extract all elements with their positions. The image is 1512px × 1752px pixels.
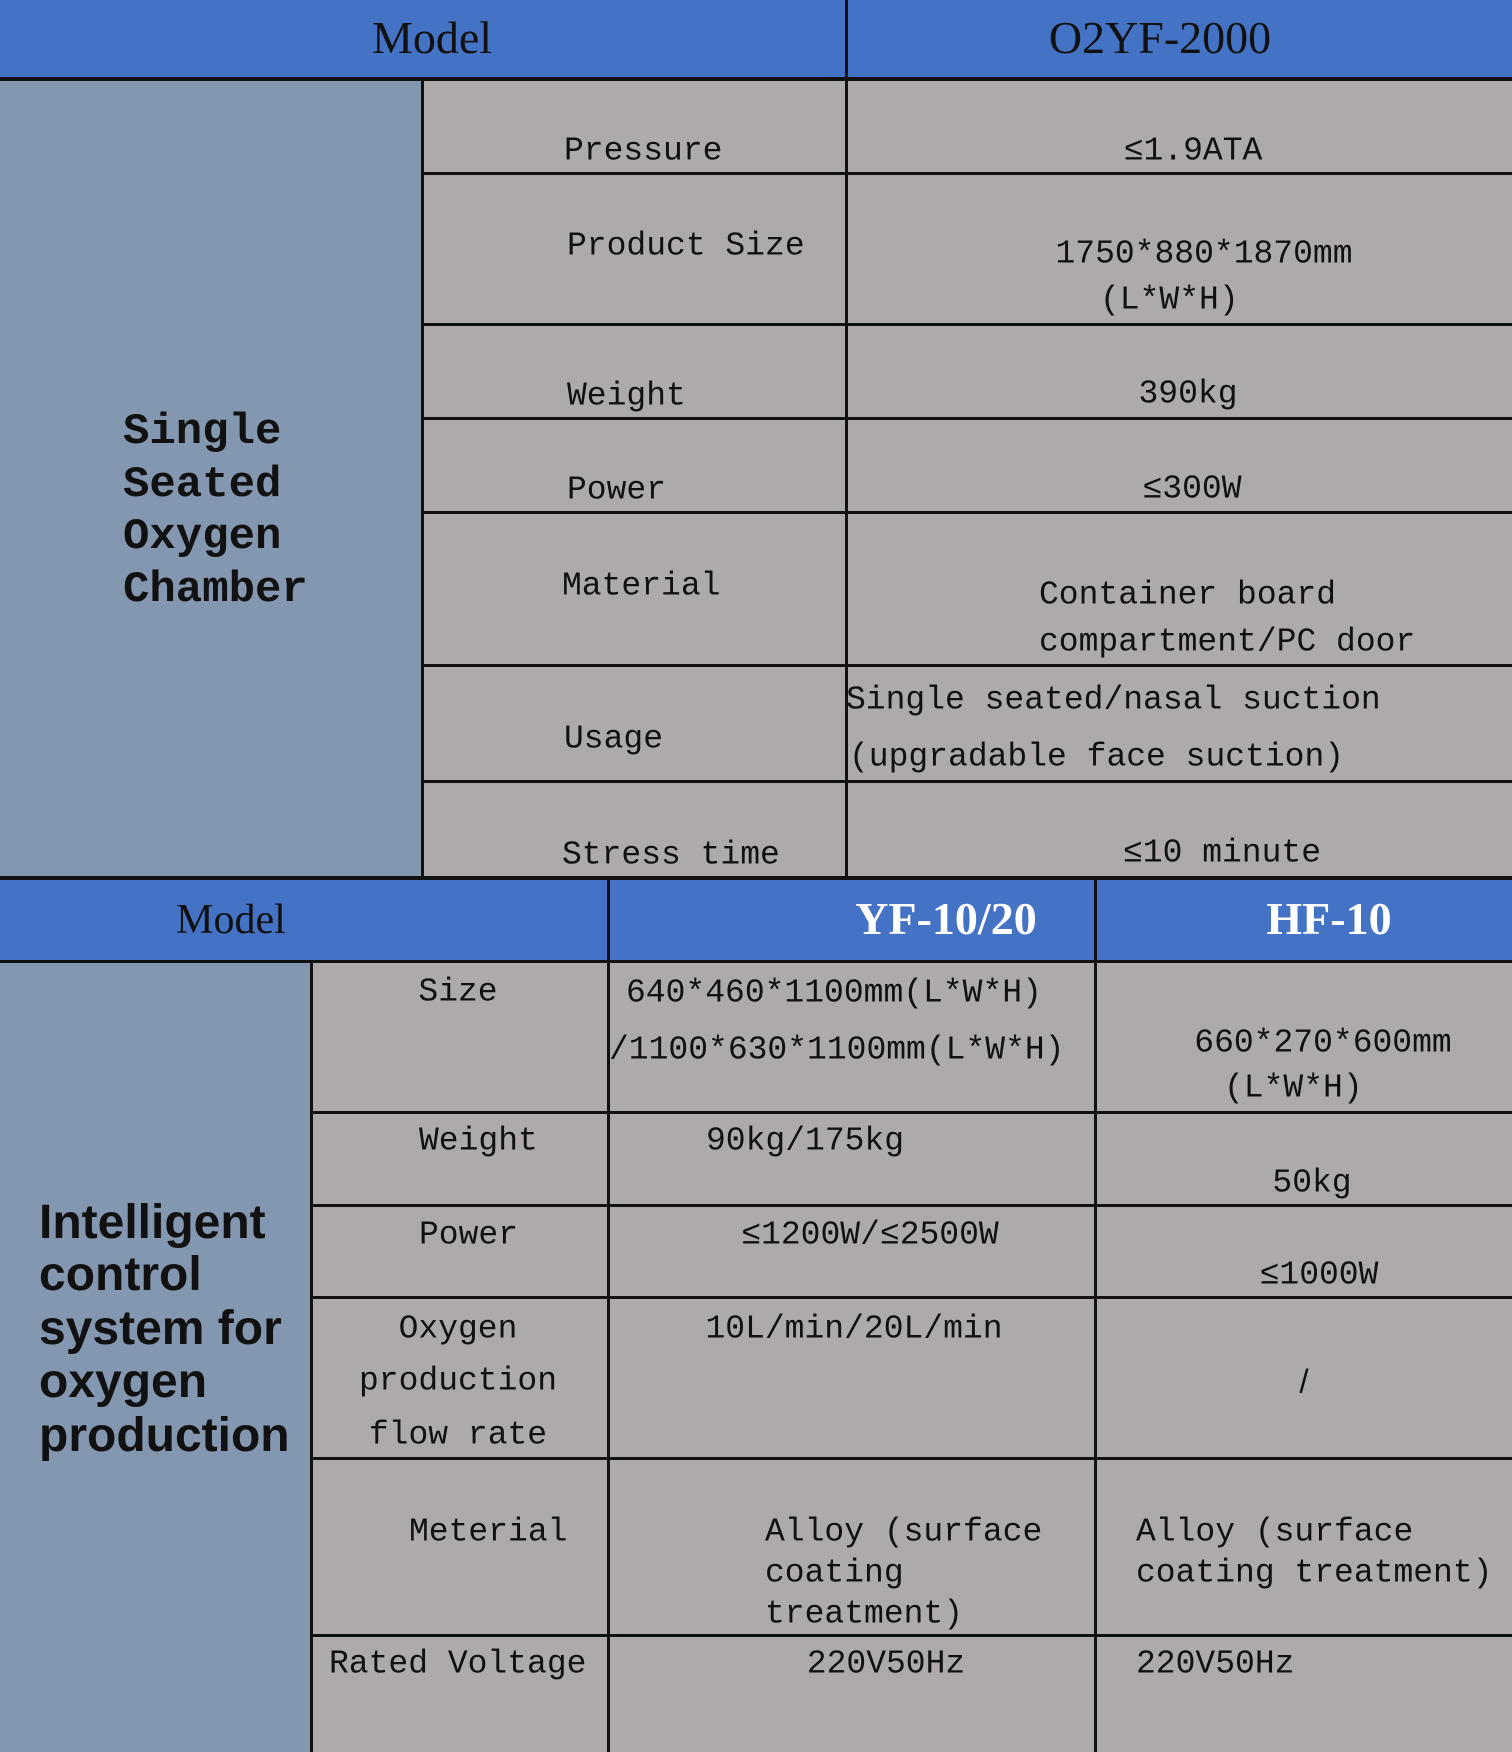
divider	[1094, 879, 1097, 1752]
divider	[422, 664, 1512, 667]
spec-label: Meterial	[409, 1513, 568, 1551]
category-label: Seated	[123, 460, 282, 510]
divider	[311, 1111, 1512, 1114]
spec-value: Container board	[1039, 576, 1337, 614]
spec-value: ≤1000W	[1259, 1256, 1379, 1294]
spec-label: Weight	[419, 1122, 538, 1160]
top-model-label: Model	[371, 12, 493, 63]
spec-value: /	[1299, 1362, 1309, 1400]
divider	[422, 511, 1512, 514]
divider	[0, 77, 1512, 81]
model-hf-10: HF-10	[1266, 893, 1392, 944]
top-header-row	[0, 0, 1512, 79]
spec-label: flow rate	[368, 1416, 548, 1454]
spec-label: Pressure	[564, 132, 723, 170]
divider	[422, 172, 1512, 175]
spec-value: treatment)	[765, 1595, 964, 1633]
divider	[845, 0, 848, 877]
category-label: system for	[39, 1302, 282, 1355]
spec-value: 50kg	[1272, 1164, 1352, 1202]
spec-label: Material	[562, 567, 721, 605]
spec-label: Weight	[567, 377, 686, 415]
spec-label: production	[358, 1362, 558, 1400]
spec-value: 390kg	[1138, 375, 1238, 413]
spec-value: coating	[765, 1554, 904, 1592]
spec-label: Power	[419, 1216, 519, 1254]
spec-label: Power	[567, 471, 667, 509]
bottom-category-cell	[0, 961, 311, 1752]
spec-value: 220V50Hz	[1136, 1645, 1295, 1683]
spec-value: ≤1.9ATA	[1123, 132, 1263, 170]
category-label: Oxygen	[123, 512, 282, 562]
divider	[422, 323, 1512, 326]
spec-value: Alloy (surface	[1136, 1513, 1414, 1551]
spec-value: /1100*630*1100mm(L*W*H)	[609, 1031, 1065, 1069]
divider	[0, 960, 1512, 963]
spec-value: (upgradable face suction)	[849, 738, 1345, 776]
spec-value: coating treatment)	[1136, 1554, 1493, 1592]
divider	[607, 879, 610, 1752]
spec-value: 1750*880*1870mm	[1055, 235, 1353, 273]
divider	[0, 876, 1512, 880]
divider	[311, 1634, 1512, 1637]
divider	[422, 417, 1512, 420]
divider	[421, 79, 424, 877]
top-model-value: O2YF-2000	[1048, 12, 1272, 63]
category-label: production	[39, 1409, 290, 1462]
divider	[310, 961, 313, 1752]
spec-value: 90kg/175kg	[706, 1122, 905, 1160]
spec-value: 220V50Hz	[806, 1645, 966, 1683]
spec-value: ≤1200W/≤2500W	[741, 1216, 999, 1254]
spec-label: Size	[418, 973, 498, 1011]
spec-label: Oxygen	[398, 1310, 518, 1348]
spec-label: Usage	[564, 720, 664, 758]
divider	[422, 780, 1512, 783]
category-label: oxygen	[39, 1355, 208, 1408]
divider	[311, 1204, 1512, 1207]
category-label: Single	[123, 407, 282, 457]
spec-value: 640*460*1100mm(L*W*H)	[626, 974, 1042, 1012]
spec-label: Rated Voltage	[329, 1645, 587, 1683]
spec-value: ≤300W	[1142, 470, 1242, 508]
spec-value: Alloy (surface	[765, 1513, 1043, 1551]
spec-label: Stress time	[562, 836, 780, 874]
spec-value: (L*W*H)	[1224, 1069, 1363, 1107]
spec-value: 660*270*600mm	[1194, 1024, 1452, 1062]
category-label: Chamber	[123, 565, 308, 615]
bottom-header-row	[0, 879, 1512, 961]
spec-value: compartment/PC door	[1039, 623, 1416, 661]
spec-label: Product Size	[567, 227, 805, 265]
spec-value: 10L/min/20L/min	[705, 1310, 1003, 1348]
category-label: Intelligent	[39, 1196, 266, 1249]
model-yf-10-20: YF-10/20	[855, 893, 1037, 944]
divider	[311, 1296, 1512, 1299]
top-category-cell	[0, 79, 422, 877]
category-label: control	[39, 1248, 202, 1301]
divider	[311, 1457, 1512, 1460]
bottom-model-label: Model	[176, 897, 286, 943]
spec-value: ≤10 minute	[1122, 834, 1322, 872]
spec-value: (L*W*H)	[1100, 281, 1239, 319]
spec-value: Single seated/nasal suction	[846, 681, 1381, 719]
